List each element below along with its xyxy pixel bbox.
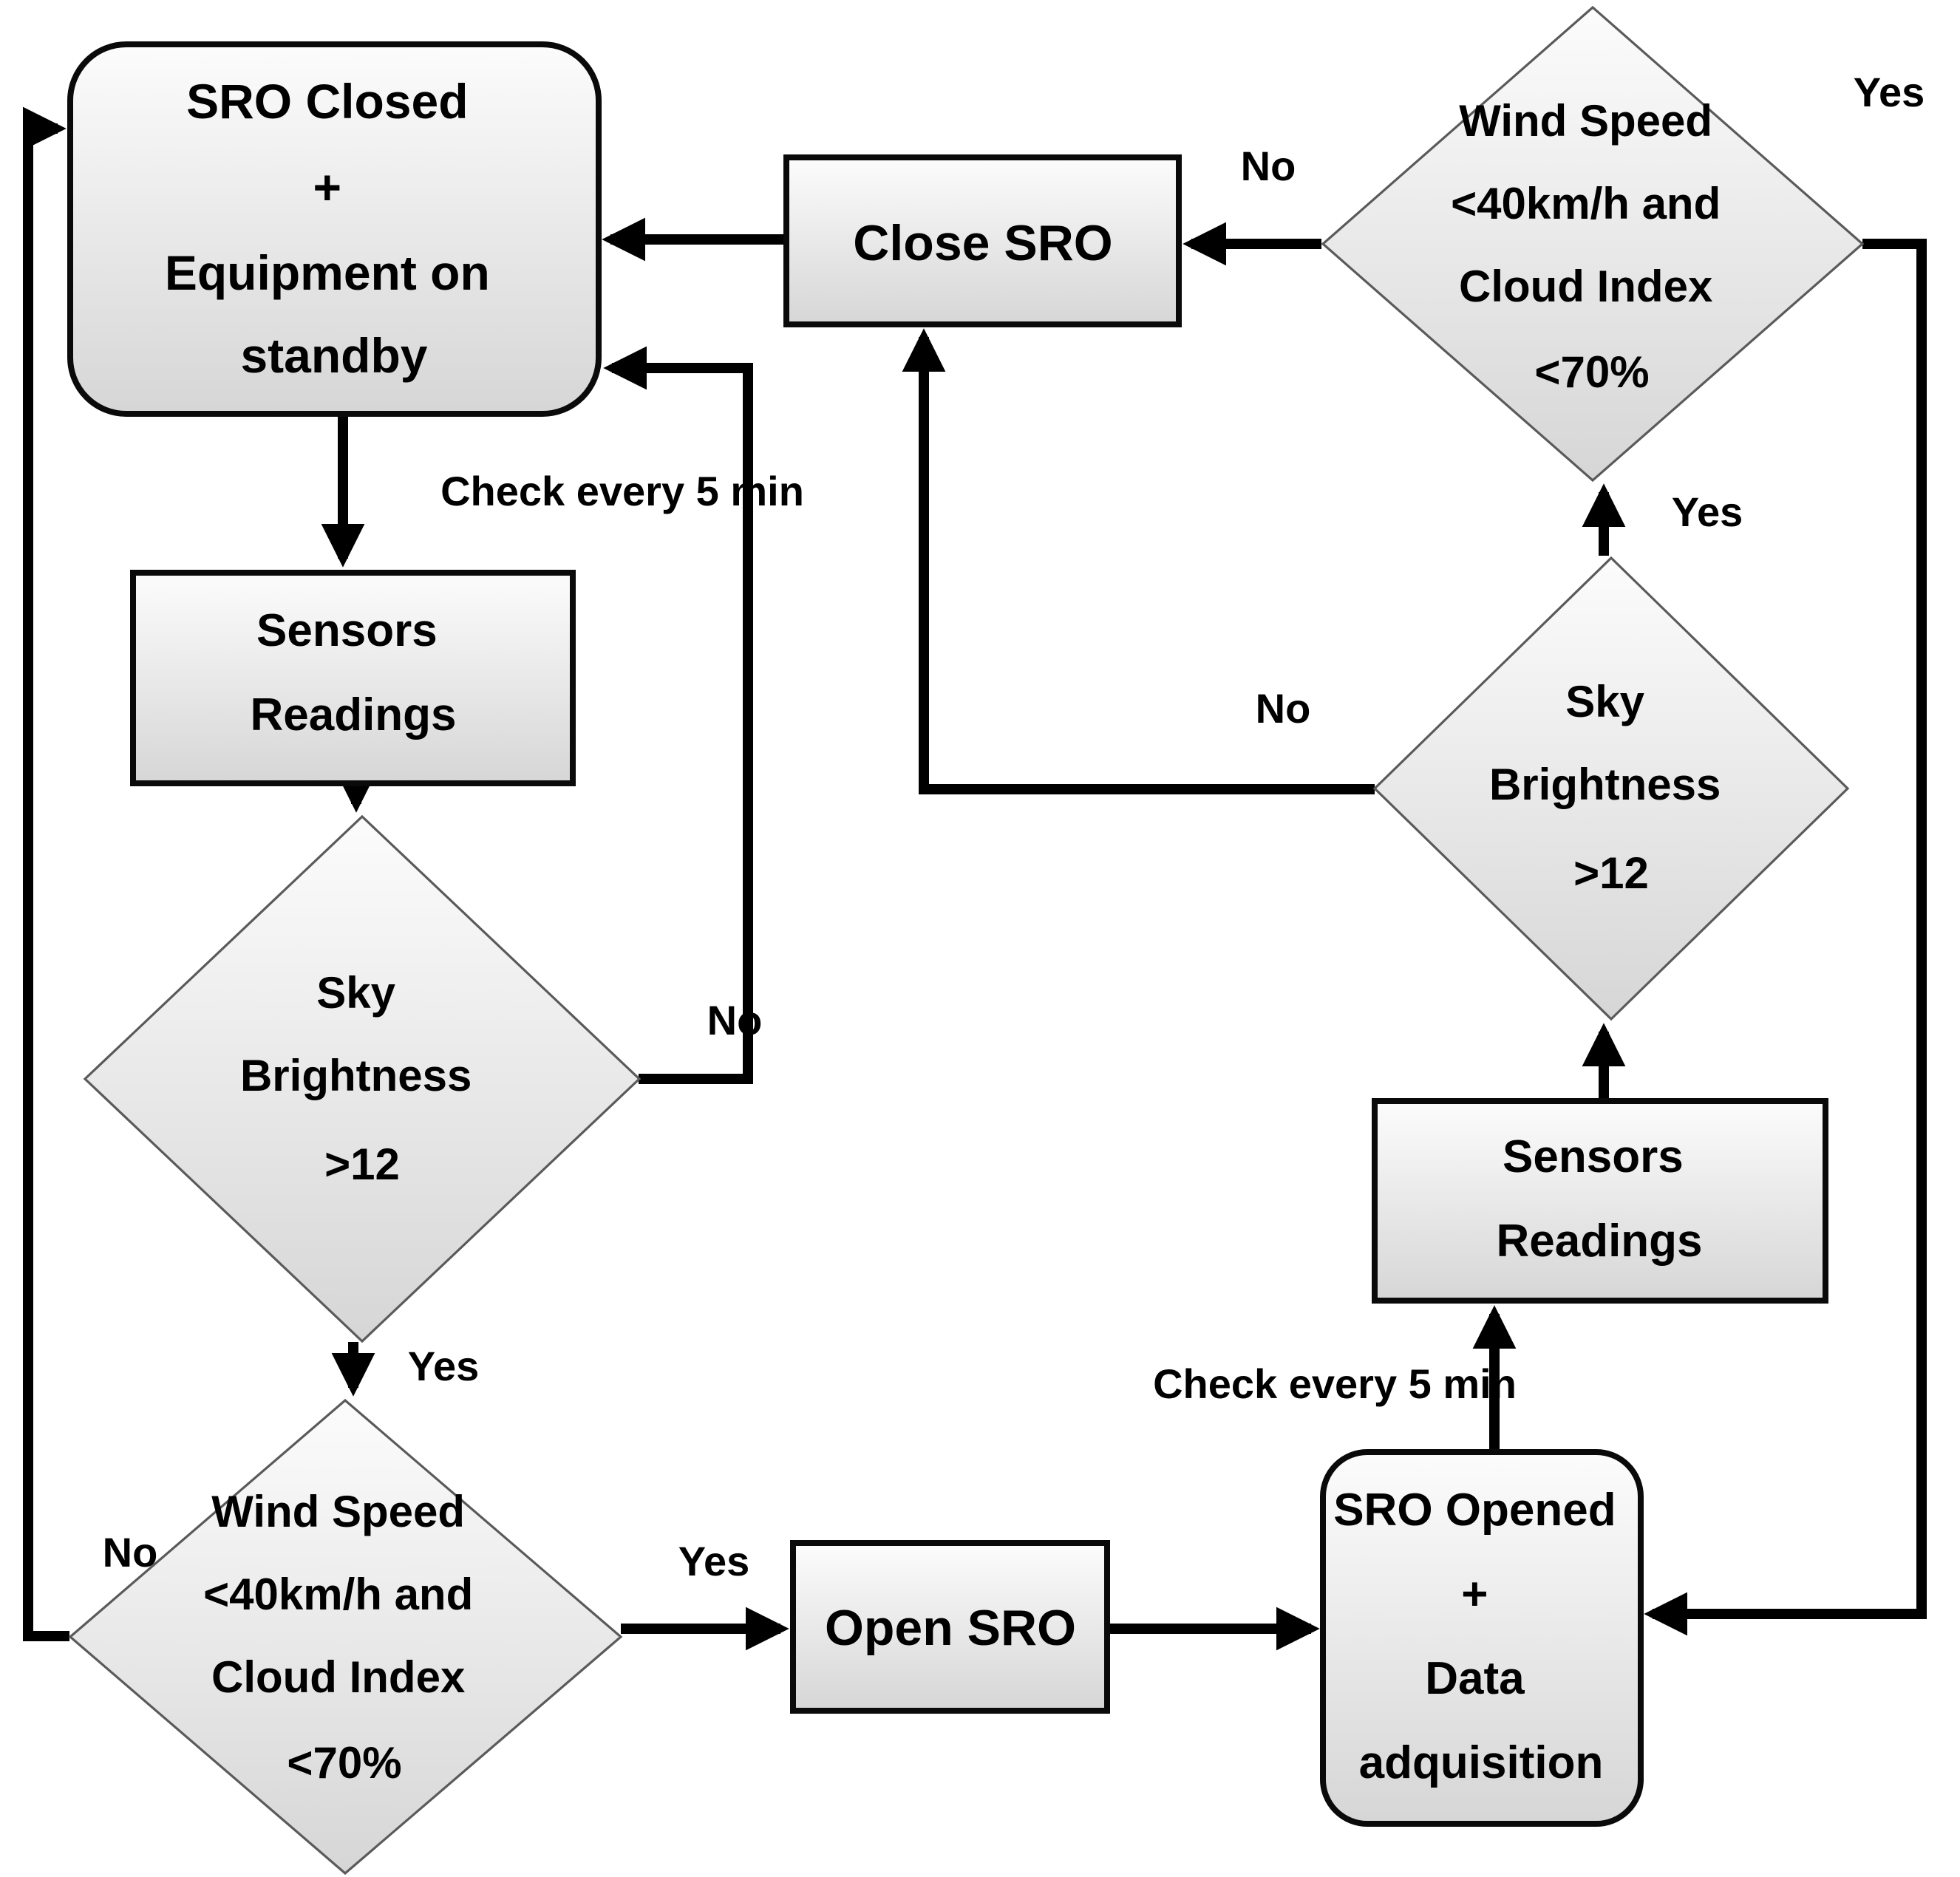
node-sky-brightness-right: Sky Brightness >12: [1372, 556, 1850, 1021]
sky-right-line1: Sky: [1565, 677, 1644, 726]
sky-left-line3: >12: [324, 1140, 400, 1189]
sro-closed-line2: +: [313, 160, 342, 214]
sensors-left-line1: Sensors: [256, 605, 438, 656]
wind-right-line1: Wind Speed: [1459, 96, 1712, 146]
sensors-left-line2: Readings: [250, 689, 456, 740]
sro-closed-line4: standby: [240, 328, 427, 383]
sro-closed-line1: SRO Closed: [186, 74, 468, 129]
sky-right-line2: Brightness: [1489, 760, 1721, 809]
sro-closed-line3: Equipment on: [165, 245, 490, 300]
edge-skyleft-no-to-sroclosed: [603, 346, 753, 1084]
wind-speed-bottom-left-label: Wind Speed <40km/h and Cloud Index <70%: [203, 1487, 486, 1788]
edge-labels: Check every 5 min No Yes No Yes Check ev…: [103, 69, 1925, 1584]
wind-left-line4: <70%: [287, 1738, 401, 1788]
sensors-readings-right-label: Sensors Readings: [1496, 1131, 1702, 1267]
node-sro-opened: SRO Opened + Data adquisition: [1320, 1449, 1644, 1827]
close-sro-shape: [783, 154, 1182, 327]
wind-right-line4: <70%: [1534, 347, 1649, 397]
label-no-sky-left: No: [707, 997, 763, 1043]
label-yes-wind-right: Yes: [1854, 69, 1925, 115]
wind-left-line3: Cloud Index: [211, 1652, 465, 1702]
sro-opened-shape: [1320, 1449, 1644, 1827]
sensors-readings-right-shape: [1372, 1098, 1828, 1304]
sensors-right-line1: Sensors: [1503, 1131, 1684, 1182]
node-sro-closed: SRO Closed + Equipment on standby: [67, 41, 602, 417]
sky-brightness-right-label: Sky Brightness >12: [1489, 677, 1733, 898]
edges: [22, 106, 1927, 1651]
sky-brightness-left-shape: [83, 814, 642, 1343]
label-check-every-5-min-right: Check every 5 min: [1153, 1360, 1517, 1407]
label-yes-sky-right: Yes: [1672, 488, 1743, 535]
label-no-sky-right: No: [1256, 685, 1311, 732]
wind-right-line3: Cloud Index: [1459, 262, 1712, 311]
wind-right-line2: <40km/h and: [1451, 179, 1721, 228]
sro-opened-line1: SRO Opened: [1333, 1485, 1616, 1536]
sro-opened-line4: adquisition: [1359, 1737, 1604, 1788]
node-sensors-readings-right: Sensors Readings: [1372, 1098, 1828, 1304]
node-wind-speed-bottom-left: Wind Speed <40km/h and Cloud Index <70%: [68, 1398, 623, 1876]
sro-closed-label: SRO Closed + Equipment on standby: [165, 74, 503, 383]
wind-speed-bottom-left-shape: [68, 1398, 623, 1876]
sky-left-line2: Brightness: [240, 1051, 472, 1100]
sensors-readings-left-label: Sensors Readings: [250, 605, 456, 740]
sro-opened-line3: Data: [1425, 1653, 1525, 1704]
edge-windleft-no-to-sroclosed: [22, 106, 69, 1641]
wind-speed-top-right-shape: [1321, 5, 1865, 483]
open-sro-label: Open SRO: [825, 1600, 1076, 1656]
edge-skyright-no-to-closesro: [902, 328, 1375, 794]
node-open-sro: Open SRO: [790, 1540, 1110, 1714]
sky-brightness-right-shape: [1372, 556, 1850, 1021]
node-sensors-readings-left: Sensors Readings: [130, 570, 576, 786]
close-sro-label: Close SRO: [853, 215, 1112, 271]
wind-speed-top-right-label: Wind Speed <40km/h and Cloud Index <70%: [1451, 96, 1733, 397]
sro-opened-label: SRO Opened + Data adquisition: [1333, 1485, 1629, 1788]
sro-closed-shape: [67, 41, 602, 417]
label-yes-sky-left: Yes: [408, 1343, 480, 1389]
sky-left-line1: Sky: [316, 968, 395, 1018]
label-no-wind-left: No: [103, 1529, 158, 1575]
wind-left-line1: Wind Speed: [211, 1487, 465, 1536]
open-sro-line1: Open SRO: [825, 1600, 1076, 1656]
node-sky-brightness-left: Sky Brightness >12: [83, 814, 642, 1343]
wind-left-line2: <40km/h and: [203, 1570, 473, 1619]
sky-brightness-left-label: Sky Brightness >12: [240, 968, 484, 1189]
sro-opened-line2: +: [1461, 1569, 1488, 1620]
sky-right-line3: >12: [1573, 848, 1649, 898]
node-wind-speed-top-right: Wind Speed <40km/h and Cloud Index <70%: [1321, 5, 1865, 483]
label-no-wind-right: No: [1241, 143, 1296, 189]
open-sro-shape: [790, 1540, 1110, 1714]
label-yes-wind-left: Yes: [678, 1538, 750, 1584]
sensors-readings-left-shape: [130, 570, 576, 786]
label-check-every-5-min-left: Check every 5 min: [440, 468, 804, 514]
sensors-right-line2: Readings: [1496, 1216, 1702, 1267]
edge-windright-yes-to-sroopened: [1644, 239, 1927, 1636]
node-close-sro: Close SRO: [783, 154, 1182, 327]
close-sro-line1: Close SRO: [853, 215, 1112, 271]
